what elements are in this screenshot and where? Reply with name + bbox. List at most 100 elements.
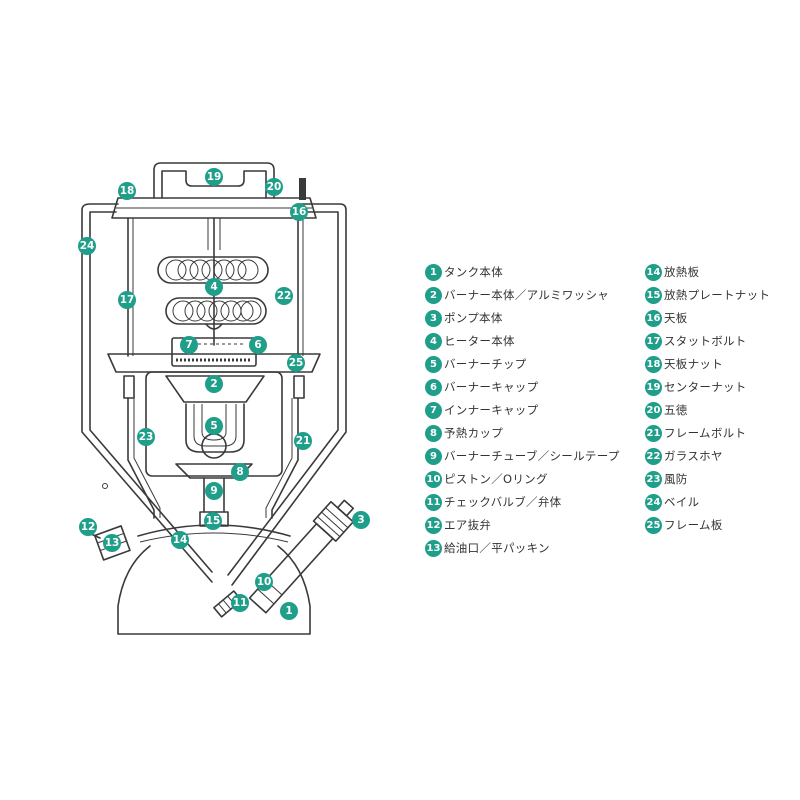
badge-24: 24 — [78, 237, 96, 255]
top-handle-inner — [161, 170, 267, 199]
burner-tip-loops-3 — [201, 404, 227, 441]
svg-text:3: 3 — [357, 514, 364, 526]
top-knob — [299, 178, 306, 200]
badge-11: 11 — [231, 594, 249, 612]
legend-label: インナーキャップ — [444, 403, 539, 417]
svg-text:5: 5 — [210, 420, 217, 432]
badge-17: 17 — [118, 291, 136, 309]
legend-badge: 1 — [425, 263, 442, 281]
legend-badge: 8 — [425, 424, 442, 442]
badge-7: 7 — [180, 336, 198, 354]
svg-text:22: 22 — [277, 290, 292, 302]
legend-item-12: 12 エア抜弁 — [425, 516, 491, 534]
badge-2: 2 — [205, 375, 223, 393]
legend-badge: 10 — [425, 470, 442, 488]
svg-text:24: 24 — [80, 240, 95, 252]
svg-text:11: 11 — [233, 597, 248, 609]
frame-post-right — [293, 375, 305, 399]
legend-item-11: 11 チェックバルブ／弁体 — [425, 493, 561, 511]
legend-label: バーナーキャップ — [444, 380, 539, 394]
svg-text:13: 13 — [105, 537, 120, 549]
legend-badge: 13 — [425, 539, 442, 557]
legend-label: ベイル — [664, 495, 700, 509]
badge-23: 23 — [137, 428, 155, 446]
heater-coil-lower — [165, 297, 267, 325]
legend-item-21: 21 フレームボルト — [645, 424, 746, 442]
legend-badge: 14 — [645, 263, 662, 281]
badge-13: 13 — [103, 534, 121, 552]
legend-item-18: 18 天板ナット — [645, 355, 723, 373]
legend-item-1: 1 タンク本体 — [425, 263, 503, 281]
legend-label: 風防 — [664, 472, 688, 486]
svg-text:16: 16 — [292, 206, 307, 218]
svg-text:18: 18 — [120, 185, 135, 197]
legend-label: 放熱板 — [664, 265, 700, 279]
legend-badge: 22 — [645, 447, 662, 465]
frame-wire-left — [127, 397, 155, 519]
svg-text:10: 10 — [257, 576, 272, 588]
pump-assembly — [248, 499, 355, 614]
legend-item-19: 19 センターナット — [645, 378, 747, 396]
badge-9: 9 — [205, 482, 223, 500]
legend-label: スタットボルト — [664, 334, 747, 348]
badge-1: 1 — [280, 602, 298, 620]
legend-item-17: 17 スタットボルト — [645, 332, 747, 350]
badge-22: 22 — [275, 287, 293, 305]
legend-badge: 23 — [645, 470, 662, 488]
svg-text:23: 23 — [139, 431, 154, 443]
svg-text:25: 25 — [289, 357, 304, 369]
legend-label: フレーム板 — [664, 518, 723, 532]
legend-badge: 17 — [645, 332, 662, 350]
svg-text:7: 7 — [185, 339, 192, 351]
legend-label: フレームボルト — [664, 426, 747, 440]
burner-tip-loops — [185, 403, 245, 453]
legend-item-6: 6 バーナーキャップ — [425, 378, 538, 396]
top-plate — [111, 197, 317, 219]
legend-badge: 9 — [425, 447, 442, 465]
svg-text:19: 19 — [207, 171, 222, 183]
svg-text:14: 14 — [173, 534, 188, 546]
small-hole — [102, 483, 108, 489]
legend-label: バーナーチューブ／シールテープ — [444, 449, 620, 463]
badge-4: 4 — [205, 278, 223, 296]
legend-label: ガラスホヤ — [664, 449, 723, 463]
svg-text:2: 2 — [210, 378, 217, 390]
legend-item-10: 10 ピストン／Oリング — [425, 470, 548, 488]
badge-20: 20 — [265, 178, 283, 196]
burner-tip-loops-2 — [193, 404, 237, 447]
bail-inner-outline — [89, 211, 339, 576]
legend-badge: 3 — [425, 309, 442, 327]
svg-text:21: 21 — [296, 435, 311, 447]
legend-item-5: 5 バーナーチップ — [425, 355, 527, 373]
badge-12: 12 — [79, 518, 97, 536]
legend-label: バーナーチップ — [444, 357, 527, 371]
svg-text:8: 8 — [236, 466, 243, 478]
frame-wire-left-2 — [133, 398, 161, 518]
legend-label: バーナー本体／アルミワッシャ — [444, 288, 610, 302]
legend-badge: 4 — [425, 332, 442, 350]
legend-badge: 19 — [645, 378, 662, 396]
legend-item-16: 16 天板 — [645, 309, 688, 327]
badge-5: 5 — [205, 417, 223, 435]
legend-badge: 25 — [645, 516, 662, 534]
badge-14: 14 — [171, 531, 189, 549]
frame-wire-right — [271, 397, 299, 519]
svg-text:6: 6 — [254, 339, 261, 351]
frame-wire-right-2 — [265, 398, 293, 518]
badge-25: 25 — [287, 354, 305, 372]
legend-label: ピストン／Oリング — [444, 472, 548, 486]
badge-19: 19 — [205, 168, 223, 186]
legend-label: チェックバルブ／弁体 — [444, 495, 562, 509]
svg-text:17: 17 — [120, 294, 135, 306]
legend-item-20: 20 五徳 — [645, 401, 688, 419]
legend-label: 天板 — [664, 311, 688, 325]
legend-badge: 20 — [645, 401, 662, 419]
legend-label: ポンプ本体 — [444, 311, 503, 325]
legend-item-23: 23 風防 — [645, 470, 688, 488]
legend-item-7: 7 インナーキャップ — [425, 401, 538, 419]
legend-badge: 18 — [645, 355, 662, 373]
badge-6: 6 — [249, 336, 267, 354]
burner-funnel — [165, 375, 265, 403]
svg-text:1: 1 — [285, 605, 292, 617]
